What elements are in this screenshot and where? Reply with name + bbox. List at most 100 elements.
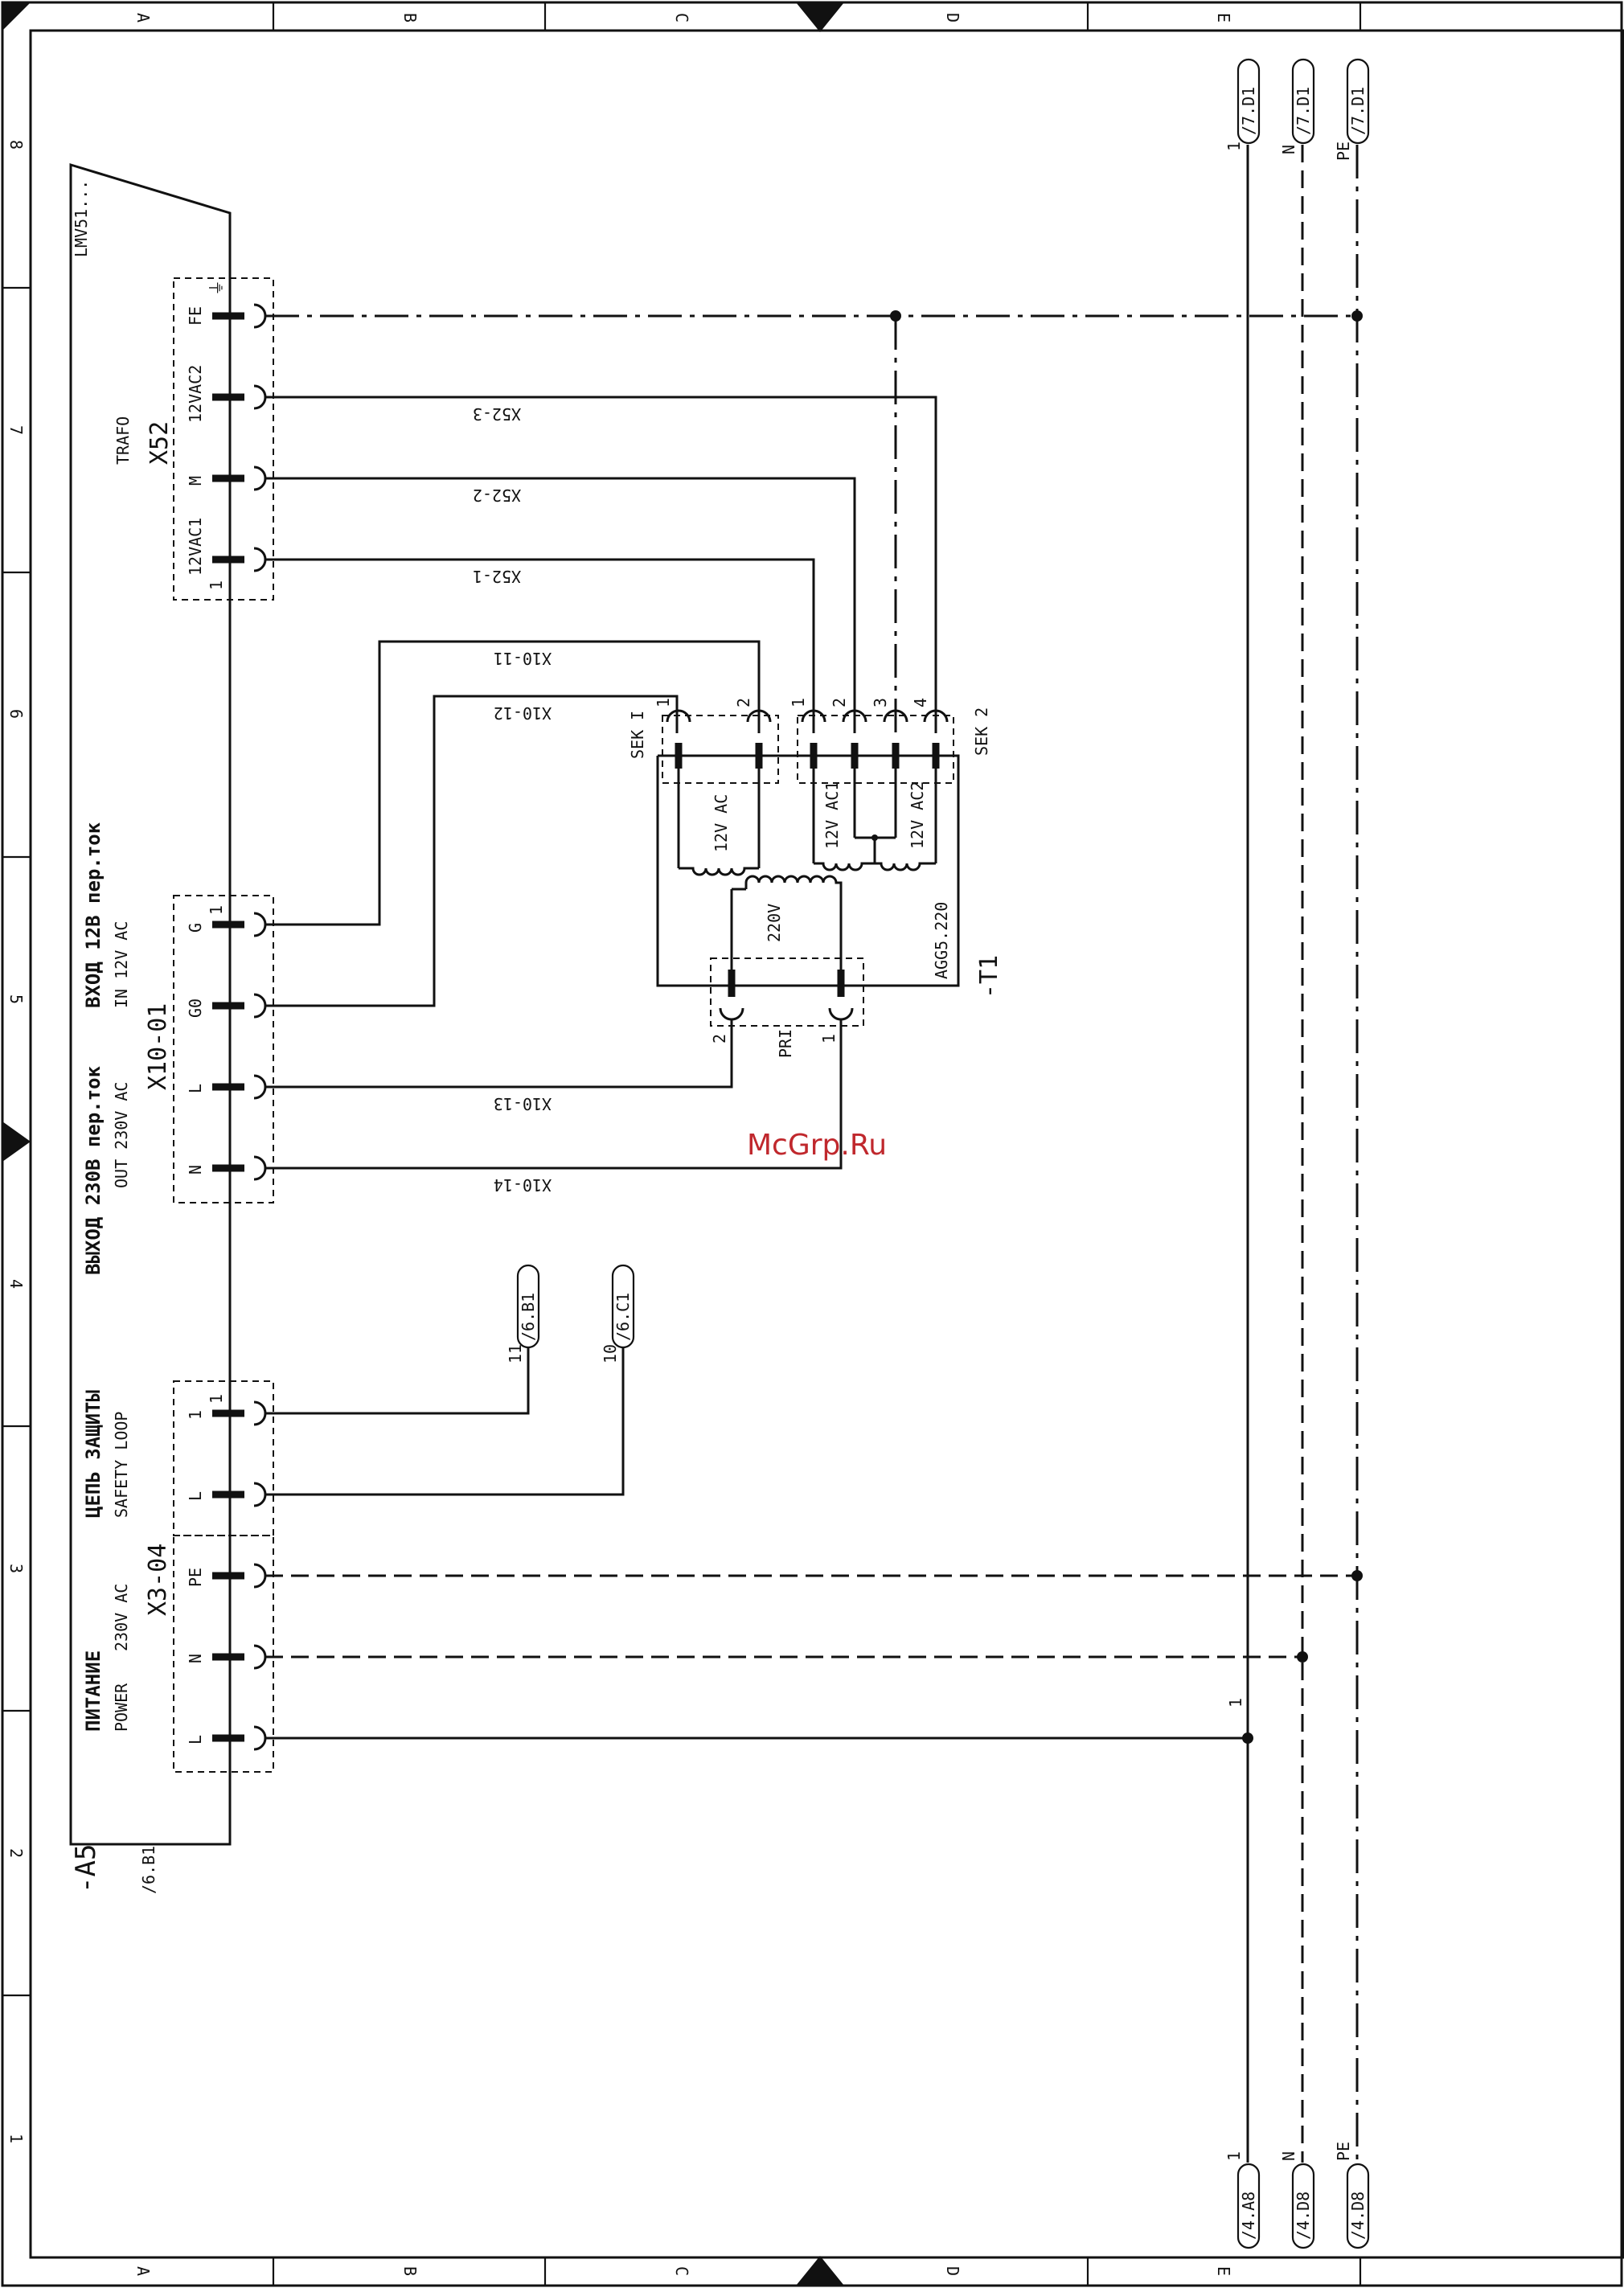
column-dividers (272, 2, 1362, 2286)
sek1-pin-1-label: 1 (654, 698, 673, 707)
device-outline-a5 (69, 162, 232, 1846)
row-label-1: 1 (6, 2134, 26, 2143)
safety-crossref-num-2: 10 (601, 1344, 620, 1363)
x3-pin-n: N (186, 1644, 267, 1670)
row-label-4: 4 (6, 1279, 26, 1289)
sek2-pin-4 (923, 709, 949, 769)
wire-label-x10-14: X10-14 (494, 1175, 552, 1195)
wire-label-x52-3: X52-3 (473, 404, 521, 424)
wire-label-x52-1: X52-1 (473, 567, 521, 586)
x10-pin-number: 1 (207, 905, 226, 915)
sek1-pin-2-label: 2 (734, 698, 753, 707)
x3-power-ru: ПИТАНИЕ (82, 1650, 105, 1732)
x3-pin-l-safety: L (186, 1482, 267, 1507)
x10-name: X10-01 (144, 1003, 172, 1090)
wire-x52-2 (265, 477, 856, 733)
wire-safety-10 (265, 1347, 625, 1496)
x3-pin-l-label: L (186, 1735, 205, 1745)
x10-pin-g: G 1 (186, 905, 267, 937)
x3-pin-1: 1 1 (186, 1394, 267, 1426)
wire-x52-3 (265, 396, 937, 733)
transformer-t1: 12V AC 1 2 SEK I 12V AC1 12V AC2 (628, 698, 1003, 1058)
x52-pin-fe-label: FE (186, 306, 205, 326)
x3-safety-ru: ЦЕПЬ ЗАЩИТЫ (82, 1390, 105, 1518)
safety-crossref-1: /6.B1 (519, 1293, 538, 1341)
x10-pin-n-label: N (186, 1165, 205, 1175)
x10-pin-n: N (186, 1155, 267, 1181)
x52-pin-m-label: M (186, 476, 205, 486)
crossref-top-2: /7.D1 (1294, 87, 1313, 135)
center-markers (2, 2, 844, 2286)
x3-power-voltage: 230V AC (112, 1584, 131, 1651)
x10-pin-g-label: G (186, 923, 205, 933)
sek2-pin-1-label: 1 (789, 698, 808, 707)
rail-label-bottom-n: N (1279, 2151, 1298, 2161)
wire-label-x10-12: X10-12 (494, 703, 552, 723)
col-label-a-bottom: A (133, 2266, 153, 2276)
sek1-voltage: 12V AC (712, 794, 731, 852)
pri-voltage: 220V (765, 904, 784, 942)
col-label-e-top: E (1214, 13, 1233, 23)
x3-name: X3-04 (144, 1544, 172, 1616)
col-label-e-bottom: E (1214, 2266, 1233, 2276)
pri-pin-2 (719, 970, 744, 1021)
x3-safety-en: SAFETY LOOP (112, 1412, 131, 1518)
wire-label-x10-11: X10-11 (494, 649, 552, 668)
col-label-d-top: D (943, 13, 962, 23)
x3-power-en: POWER (112, 1683, 131, 1732)
x52-pin-12vac1: 12VAC1 1 (186, 518, 267, 590)
x52-title: TRAFO (113, 416, 133, 465)
wire-x10-12 (265, 695, 679, 1007)
x52-pin-m: M (186, 465, 267, 491)
row-label-3: 3 (6, 1564, 26, 1573)
rail-label-bottom-pe: PE (1334, 2142, 1353, 2161)
row-label-5: 5 (6, 994, 26, 1004)
x52-pin-fe: FE ⏚ (186, 280, 267, 329)
x10-pin-l-label: L (186, 1084, 205, 1093)
pri-pin-1-label: 1 (819, 1034, 839, 1044)
sek2-pin-4-label: 4 (911, 698, 930, 707)
watermark: McGrp.Ru (747, 1129, 887, 1162)
rail-label-top-pe: PE (1334, 141, 1353, 161)
x10-pin-g0: G0 (186, 993, 267, 1019)
wire-x10-14 (265, 1019, 843, 1170)
inner-frame (29, 29, 1624, 2259)
rail-label-top-n: N (1279, 145, 1298, 154)
row-label-6: 6 (6, 709, 26, 719)
crossref-bottom-1: /4.A8 (1239, 2192, 1258, 2240)
x10-in-en: IN 12V AC (112, 921, 131, 1008)
ground-icon: ⏚ (207, 280, 226, 296)
device-crossref-label: /6.B1 (139, 1846, 158, 1894)
row-label-7: 7 (6, 425, 26, 435)
top-crossrefs: /7.D1 /7.D1 /7.D1 1 N PE (1224, 58, 1370, 161)
row-label-8: 8 (6, 140, 26, 150)
bottom-crossrefs: /4.A8 /4.D8 /4.D8 1 N PE (1224, 2142, 1370, 2249)
sek2-pin-3-label: 3 (871, 698, 890, 707)
col-label-c-bottom: C (672, 2266, 691, 2276)
crossref-top-3: /7.D1 (1348, 87, 1368, 135)
x3-pin-pe: PE (186, 1563, 267, 1589)
transformer-type: AGG5.220 (932, 902, 951, 979)
safety-crossrefs: /6.B1 /6.C1 11 10 (506, 1264, 635, 1363)
x10-pin-l: L (186, 1074, 267, 1100)
x10-connector-box (173, 895, 274, 1203)
wire-x10-13 (265, 1019, 733, 1089)
sek2-voltage-1: 12V AC1 (822, 781, 842, 849)
sek1-pin-1 (666, 709, 691, 769)
x10-out-en: OUT 230V AC (112, 1082, 131, 1188)
col-label-b-top: B (400, 13, 420, 23)
safety-crossref-2: /6.C1 (613, 1293, 633, 1341)
rail-label-bottom-1: 1 (1224, 2151, 1244, 2161)
sek2-pin-1 (801, 709, 826, 769)
x52-connector-box (173, 277, 274, 601)
wire-label-x10-13: X10-13 (494, 1094, 552, 1113)
col-label-a-top: A (133, 13, 153, 23)
x10-in-ru: ВХОД 12В пер.ток (82, 822, 105, 1008)
sek2-pin-2 (842, 709, 867, 769)
col-label-b-bottom: B (400, 2266, 420, 2276)
safety-crossref-num-1: 11 (506, 1344, 525, 1363)
sek2-label: SEK 2 (972, 707, 991, 756)
pri-pin-1 (828, 970, 854, 1021)
wire-x10-11 (265, 640, 761, 926)
